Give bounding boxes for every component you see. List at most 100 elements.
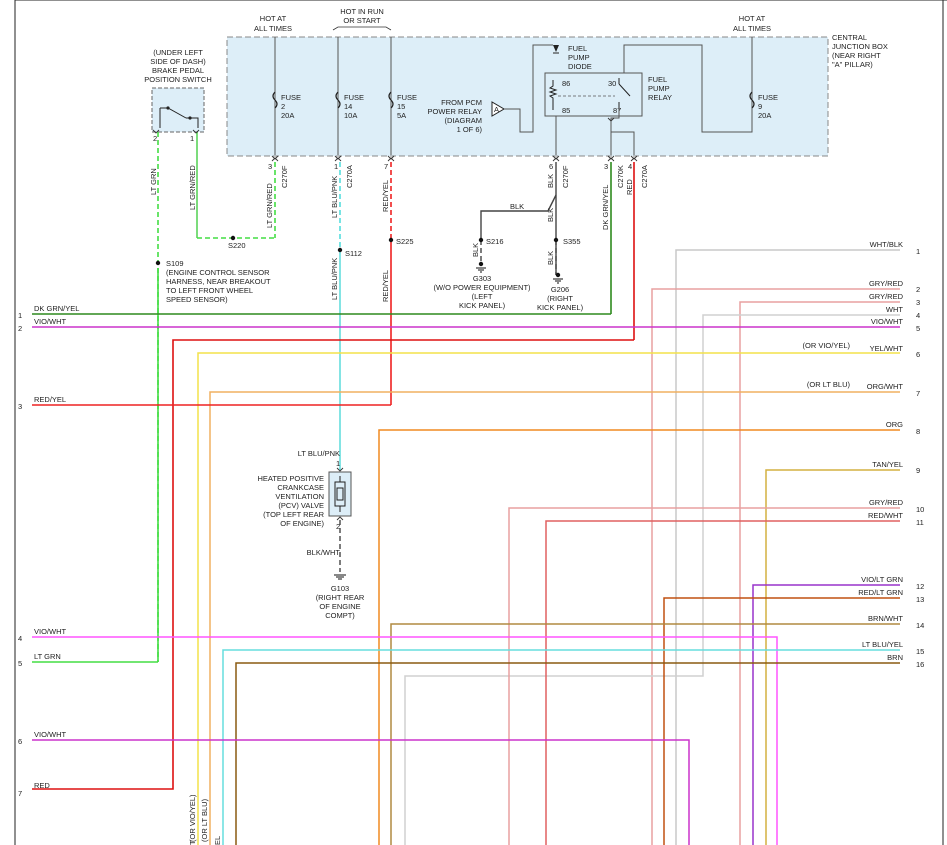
left-output-2-label: VIO/WHT <box>34 317 66 326</box>
svg-text:VIO/WHT: VIO/WHT <box>871 317 903 326</box>
svg-text:WHT: WHT <box>886 305 903 314</box>
svg-text:2: 2 <box>916 285 920 294</box>
svg-text:5A: 5A <box>397 111 406 120</box>
svg-text:FUSE: FUSE <box>281 93 301 102</box>
svg-text:VENTILATION: VENTILATION <box>275 492 324 501</box>
pcv-valve-label: HEATED POSITIVE CRANKCASE VENTILATION (P… <box>257 474 324 528</box>
splice-s225 <box>388 237 394 243</box>
svg-text:BRAKE PEDAL: BRAKE PEDAL <box>152 66 204 75</box>
svg-text:6: 6 <box>549 162 553 171</box>
svg-text:BRN/WHT: BRN/WHT <box>868 614 903 623</box>
relay-coil-icon <box>548 80 558 110</box>
fuel-pump-diode-label: FUEL PUMP DIODE <box>568 44 592 71</box>
relay-contact-icon <box>618 78 631 108</box>
svg-text:8: 8 <box>916 427 920 436</box>
brake-pin-2: 2 <box>153 134 157 143</box>
svg-text:9: 9 <box>916 466 920 475</box>
svg-text:GRY/RED: GRY/RED <box>869 279 904 288</box>
left-output-7-label: RED <box>34 781 50 790</box>
fuse-2-label: FUSE 2 20A <box>281 93 301 120</box>
right-bus-wires <box>32 249 900 845</box>
svg-text:OF ENGINE): OF ENGINE) <box>280 519 324 528</box>
svg-text:7: 7 <box>916 389 920 398</box>
svg-text:10: 10 <box>916 505 924 514</box>
ground-g303-label: G303 (W/O POWER EQUIPMENT) (LEFT KICK PA… <box>433 274 531 310</box>
svg-text:GRY/RED: GRY/RED <box>869 292 904 301</box>
svg-text:HARNESS, NEAR BREAKOUT: HARNESS, NEAR BREAKOUT <box>166 277 271 286</box>
splice-s216 <box>478 237 484 243</box>
svg-text:(OR LT BLU): (OR LT BLU) <box>807 380 851 389</box>
svg-text:(LEFT: (LEFT <box>472 292 493 301</box>
ground-g206-icon <box>553 272 563 284</box>
svg-text:LT BLU/PNK: LT BLU/PNK <box>298 449 340 458</box>
svg-text:CENTRAL: CENTRAL <box>832 33 867 42</box>
svg-text:2: 2 <box>336 522 340 531</box>
svg-text:FUEL: FUEL <box>568 44 587 53</box>
svg-text:RED/YEL: RED/YEL <box>381 270 390 302</box>
svg-text:20A: 20A <box>281 111 294 120</box>
bottom-label-or-vio-yel: (OR VIO/YEL) <box>188 794 197 842</box>
hot-at-all-times-left: HOT AT ALL TIMES <box>254 14 292 33</box>
svg-text:ORG/WHT: ORG/WHT <box>867 382 904 391</box>
brake-pedal-switch-label: (UNDER LEFT SIDE OF DASH) BRAKE PEDAL PO… <box>144 48 212 84</box>
svg-text:TAN/YEL: TAN/YEL <box>872 460 903 469</box>
left-output-3-label: RED/YEL <box>34 395 66 404</box>
junction-box-label: CENTRAL JUNCTION BOX (NEAR RIGHT "A" PIL… <box>832 33 888 69</box>
svg-text:BRN: BRN <box>887 653 903 662</box>
svg-text:DIODE: DIODE <box>568 62 592 71</box>
svg-text:PUMP: PUMP <box>568 53 590 62</box>
svg-text:ORG: ORG <box>886 420 903 429</box>
left-output-6-num: 6 <box>18 737 22 746</box>
brake-pin-1: 1 <box>190 134 194 143</box>
svg-text:RED/YEL: RED/YEL <box>381 180 390 212</box>
svg-text:POSITION SWITCH: POSITION SWITCH <box>144 75 212 84</box>
svg-text:RED/WHT: RED/WHT <box>868 511 903 520</box>
svg-text:KICK PANEL): KICK PANEL) <box>537 303 584 312</box>
svg-text:5: 5 <box>916 324 920 333</box>
svg-text:14: 14 <box>344 102 352 111</box>
svg-text:"A" PILLAR): "A" PILLAR) <box>832 60 873 69</box>
hot-in-run-label: HOT IN RUN OR START <box>332 7 392 31</box>
svg-text:HEATED POSITIVE: HEATED POSITIVE <box>257 474 324 483</box>
svg-text:85: 85 <box>562 106 570 115</box>
svg-text:(PCV) VALVE: (PCV) VALVE <box>278 501 324 510</box>
left-output-3-num: 3 <box>18 402 22 411</box>
splice-s216-label: S216 <box>486 237 504 246</box>
svg-text:G303: G303 <box>473 274 491 283</box>
svg-text:WHT/BLK: WHT/BLK <box>870 240 903 249</box>
svg-text:PUMP: PUMP <box>648 84 670 93</box>
svg-text:9: 9 <box>758 102 762 111</box>
svg-text:DK GRN/YEL: DK GRN/YEL <box>601 185 610 230</box>
pcm-relay-arrow-icon <box>491 101 505 117</box>
svg-text:OR START: OR START <box>343 16 381 25</box>
svg-text:HOT AT: HOT AT <box>739 14 766 23</box>
svg-text:RED: RED <box>625 179 634 195</box>
svg-text:COMPT): COMPT) <box>325 611 355 620</box>
svg-text:14: 14 <box>916 621 924 630</box>
svg-text:BLK: BLK <box>510 202 524 211</box>
svg-text:C270F: C270F <box>280 165 289 188</box>
ground-g206-label: G206 (RIGHT KICK PANEL) <box>537 285 584 312</box>
svg-text:(W/O POWER EQUIPMENT): (W/O POWER EQUIPMENT) <box>433 283 531 292</box>
left-output-2-num: 2 <box>18 324 22 333</box>
left-output-1-label: DK GRN/YEL <box>34 304 79 313</box>
svg-text:A: A <box>494 105 499 114</box>
svg-text:G206: G206 <box>551 285 569 294</box>
svg-text:12: 12 <box>916 582 924 591</box>
svg-text:RED/LT GRN: RED/LT GRN <box>858 588 903 597</box>
svg-text:13: 13 <box>916 595 924 604</box>
svg-text:GRY/RED: GRY/RED <box>869 498 904 507</box>
svg-text:LT GRN/RED: LT GRN/RED <box>265 183 274 228</box>
svg-text:1: 1 <box>334 162 338 171</box>
svg-text:C270A: C270A <box>345 165 354 188</box>
fuel-pump-diode-icon <box>553 45 559 52</box>
fuse-15-label: FUSE 15 5A <box>397 93 417 120</box>
svg-text:VIO/LT GRN: VIO/LT GRN <box>861 575 903 584</box>
svg-text:BLK: BLK <box>546 174 555 188</box>
wire-label-lt-grn-red: LT GRN/RED <box>188 165 197 210</box>
ground-g103-label: G103 (RIGHT REAR OF ENGINE COMPT) <box>316 584 365 620</box>
fuse-14-icon <box>335 91 341 109</box>
left-output-4-label: VIO/WHT <box>34 627 66 636</box>
ground-g303-icon <box>476 261 486 273</box>
svg-text:SIDE OF DASH): SIDE OF DASH) <box>150 57 206 66</box>
